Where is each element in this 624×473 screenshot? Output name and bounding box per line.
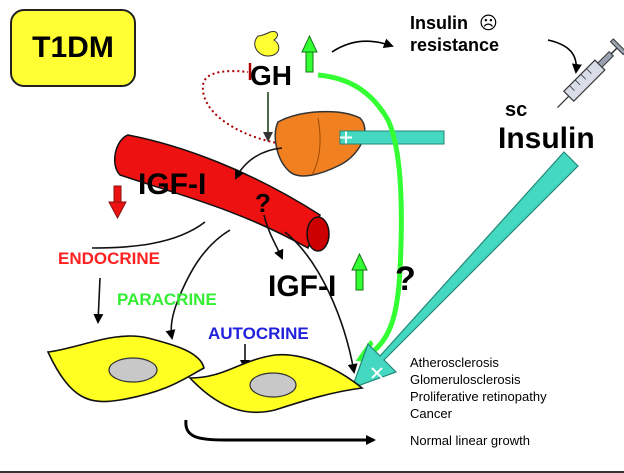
gh-label: GH	[250, 60, 292, 91]
systemic-igf-label: IGF-I	[138, 168, 207, 201]
endocrine-to-cell-arrow	[93, 277, 104, 324]
autocrine-label: AUTOCRINE	[208, 324, 309, 343]
insulin-to-cell-arrow	[350, 151, 579, 390]
endocrine-label: ENDOCRINE	[58, 249, 161, 268]
complication-item: Proliferative retinopathy	[410, 389, 547, 404]
t1dm-badge: T1DM	[10, 9, 136, 87]
growth-arrow	[184, 419, 376, 445]
insulin-resistance-line1: Insulin ☹	[410, 14, 498, 32]
endocrine-arrow	[91, 221, 206, 249]
igf-down-arrow	[108, 185, 127, 220]
resistance-to-syringe-arrow	[547, 39, 582, 74]
vessel-to-local-igf-arrow	[263, 214, 284, 260]
sc-insulin-label: Insulin	[498, 122, 595, 155]
liver-to-igf-arrow	[235, 147, 283, 180]
blood-vessel-icon	[113, 134, 330, 252]
complications-list: Atherosclerosis Glomerulosclerosis Proli…	[410, 354, 547, 422]
syringe-icon	[557, 38, 624, 108]
paracrine-arrow	[165, 229, 231, 340]
systemic-igf-question: ?	[255, 188, 271, 218]
complication-item: Glomerulosclerosis	[410, 372, 521, 387]
growth-label: Normal linear growth	[410, 433, 530, 448]
liver-icon	[274, 110, 366, 177]
local-igf-question: ?	[395, 260, 416, 298]
bottom-border	[0, 471, 624, 473]
gh-to-resistance-arrow	[331, 38, 394, 53]
complication-item: Cancer	[410, 406, 452, 421]
gh-direct-action-arrow	[317, 72, 404, 358]
gh-up-arrow	[301, 34, 318, 73]
sc-label: sc	[505, 99, 528, 121]
insulin-resistance-word: Insulin	[410, 13, 468, 33]
cell-icon	[188, 353, 364, 414]
pituitary-icon	[254, 31, 280, 57]
t1dm-label: T1DM	[32, 31, 114, 64]
cell-icon	[46, 335, 205, 403]
insulin-resistance-line2: resistance	[410, 35, 500, 55]
local-igf-label: IGF-I	[268, 270, 337, 303]
local-igf-to-cell-arrow	[284, 231, 358, 374]
paracrine-label: PARACRINE	[117, 290, 217, 309]
complication-item: Atherosclerosis	[410, 355, 499, 370]
sad-face-icon: ☹	[479, 13, 498, 33]
local-igf-up-arrow	[351, 252, 368, 291]
